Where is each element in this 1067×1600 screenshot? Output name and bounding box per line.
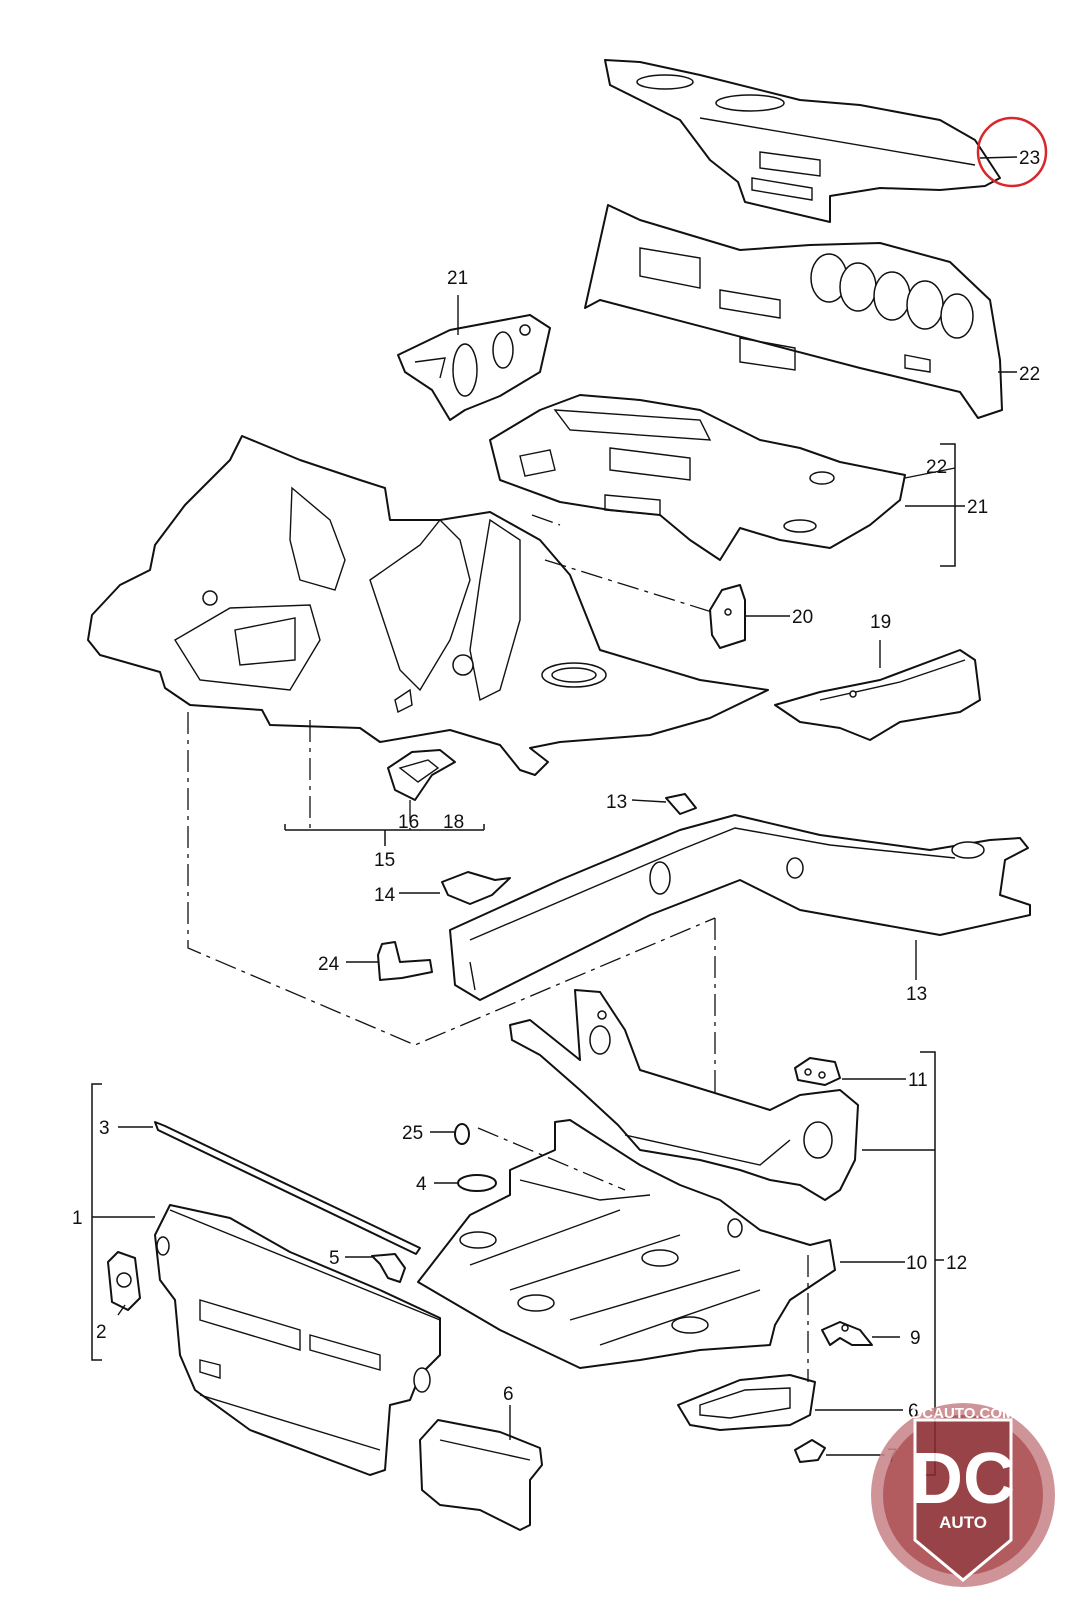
part-14-clip <box>665 793 697 815</box>
part-4-plug <box>457 1174 497 1192</box>
part-6-lower-panel <box>419 1419 543 1531</box>
part-19-bracket <box>709 584 746 649</box>
callout-11: 11 <box>908 1070 928 1091</box>
part-9-bracket <box>821 1321 873 1346</box>
part-22-dashboard-panel <box>584 204 1003 419</box>
part-16-body-shell <box>87 435 769 776</box>
callout-10: 10 <box>906 1253 927 1274</box>
part-11-block <box>794 1057 841 1086</box>
watermark-subtext: AUTO <box>939 1513 987 1532</box>
part-18-sill <box>774 649 981 741</box>
callout-1: 1 <box>72 1208 83 1229</box>
part-23-dash-cover <box>604 59 1001 223</box>
callout-20: 21 <box>967 497 988 518</box>
callout-3: 3 <box>99 1118 110 1139</box>
callout-14: 13 <box>606 792 627 813</box>
dashed-guides <box>187 514 809 1382</box>
callout-22: 22 <box>1019 364 1040 385</box>
part-17-clip <box>387 749 456 801</box>
part-10-rear-floor <box>417 1119 836 1369</box>
callout-6-lower: 6 <box>503 1384 514 1405</box>
part-13-longitudinal <box>449 814 1031 1001</box>
part-20-front-section <box>489 394 906 561</box>
callout-19: 20 <box>792 607 813 628</box>
part-21-side-bracket <box>397 314 551 421</box>
part-25-grommet <box>454 1123 470 1145</box>
part-3-strip <box>154 1121 421 1255</box>
callout-15: 14 <box>374 885 396 906</box>
part-15-bracket <box>441 871 511 905</box>
callout-18-lower: 18 <box>443 812 464 833</box>
part-2-plate <box>107 1251 141 1311</box>
callout-17: 16 <box>398 812 419 833</box>
callout-2: 2 <box>96 1322 107 1343</box>
callout-6-right: 6 <box>908 1401 919 1422</box>
leader-lines <box>92 156 1018 1456</box>
part-5-bracket <box>371 1253 406 1283</box>
part-7-clip <box>794 1439 826 1463</box>
callout-9: 9 <box>910 1328 921 1349</box>
callout-13: 13 <box>906 984 927 1005</box>
dcauto-watermark-logo: DCAUTO.COM DC AUTO <box>871 1403 1055 1587</box>
part-12-rear-assembly <box>509 989 859 1201</box>
callout-21-upper: 21 <box>447 268 468 289</box>
callout-12: 12 <box>946 1253 967 1274</box>
part-24-bracket <box>377 941 433 981</box>
callout-labels: 23 21 22 22 21 20 19 13 16 18 15 14 24 1… <box>72 148 1040 1467</box>
callout-21-right: 22 <box>926 457 947 478</box>
callout-24: 24 <box>318 954 340 975</box>
watermark-letters: DC <box>911 1439 1015 1519</box>
part-8-frame <box>677 1374 816 1431</box>
callout-5: 5 <box>329 1248 340 1269</box>
callout-25: 25 <box>402 1123 423 1144</box>
part-1-rear-panel <box>154 1204 441 1476</box>
watermark-domain: DCAUTO.COM <box>911 1405 1014 1422</box>
highlight-circle-23 <box>976 116 1048 188</box>
callout-4: 4 <box>416 1174 427 1195</box>
callout-18-upper: 19 <box>870 612 891 633</box>
callout-16: 15 <box>374 850 395 871</box>
callout-23: 23 <box>1019 148 1040 169</box>
